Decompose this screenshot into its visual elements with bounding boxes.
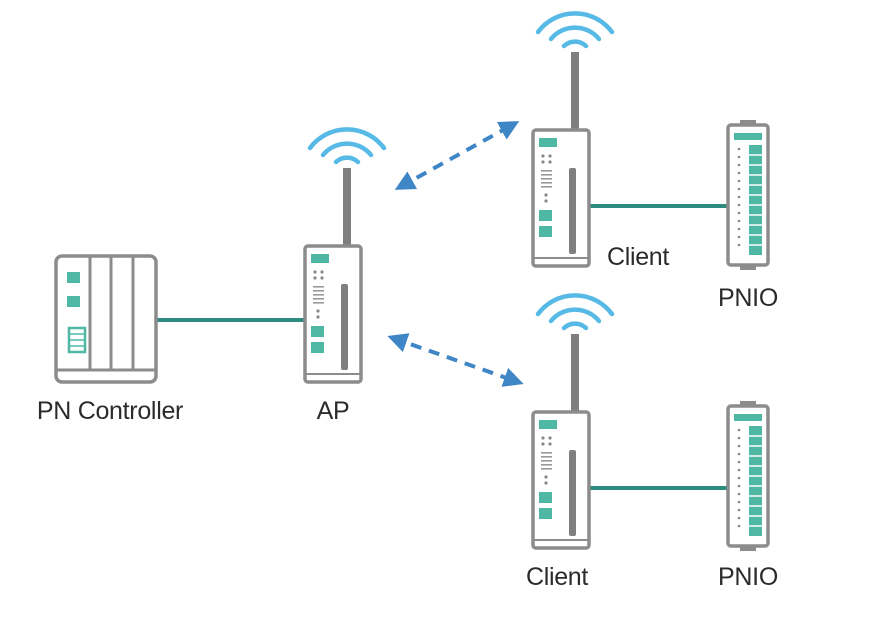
- wifi-signal-icon: [538, 13, 612, 46]
- wifi-signal-icon: [310, 129, 384, 162]
- ap-label: AP: [316, 397, 350, 425]
- wireless-access-point-icon: [303, 166, 363, 384]
- wireless-client-icon: [531, 332, 591, 550]
- io-module-icon: [726, 118, 770, 272]
- pnio-top-label: PNIO: [718, 284, 778, 312]
- pnio-bottom-label: PNIO: [718, 563, 778, 591]
- client-top-label: Client: [606, 243, 670, 271]
- wifi-signal-icon: [538, 295, 612, 328]
- pn-controller-label: PN Controller: [36, 397, 184, 425]
- wireless-client-icon: [531, 50, 591, 268]
- client-bottom-label: Client: [525, 563, 589, 591]
- plc-rack-icon: [54, 254, 158, 384]
- wireless-link-ap-client-top: [394, 121, 520, 190]
- wireless-link-ap-client-bottom: [387, 333, 524, 387]
- io-module-icon: [726, 399, 770, 553]
